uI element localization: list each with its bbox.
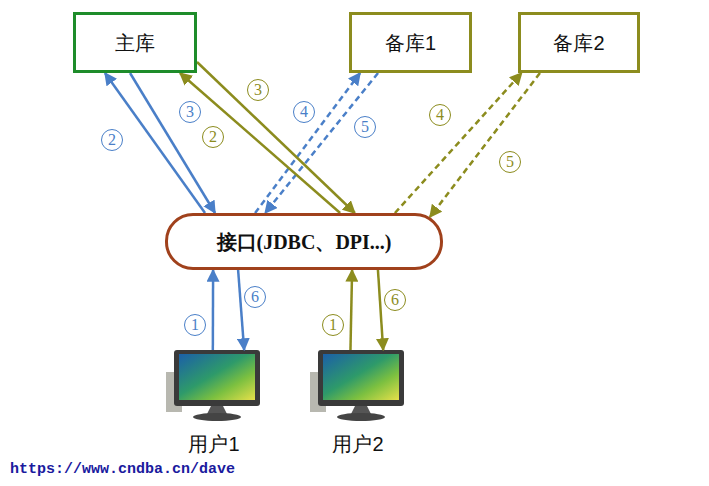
- user-terminal: 用户2: [300, 350, 416, 460]
- connector-arrow: [350, 270, 352, 350]
- connector-arrow: [197, 62, 355, 213]
- connector-arrow: [430, 73, 540, 217]
- node-label: 接口(JDBC、DPI...): [217, 230, 392, 254]
- user-terminal: 用户1: [156, 350, 272, 460]
- node-label: 用户1: [156, 350, 272, 456]
- monitor-icon: [166, 350, 260, 421]
- callout-number: 4: [429, 104, 451, 126]
- callout-number: 3: [247, 79, 269, 101]
- connector-arrow: [395, 73, 522, 213]
- primary-db-box: 主库: [73, 12, 197, 73]
- connector-arrow: [212, 270, 215, 350]
- watermark: https://www.cndba.cn/dave: [10, 461, 235, 478]
- node-label: 主库: [115, 31, 155, 55]
- interface-box: 接口(JDBC、DPI...): [165, 213, 443, 270]
- connector-arrow: [255, 73, 360, 213]
- callout-number: 5: [354, 116, 376, 138]
- connector-arrow: [378, 270, 383, 350]
- callout-number: 1: [184, 314, 206, 336]
- standby-db-box: 备库2: [518, 12, 640, 73]
- connector-arrow: [180, 73, 340, 213]
- monitor-icon: [310, 350, 404, 421]
- callout-number: 3: [179, 101, 201, 123]
- callout-number: 5: [499, 151, 521, 173]
- callout-number: 2: [202, 126, 224, 148]
- connector-arrow: [238, 270, 244, 350]
- node-label: 备库2: [553, 31, 604, 55]
- node-label: 用户2: [300, 350, 416, 456]
- standby-db-box: 备库1: [349, 12, 472, 73]
- node-label: 备库1: [385, 31, 436, 55]
- callout-number: 4: [293, 101, 315, 123]
- callout-number: 6: [244, 286, 266, 308]
- callout-number: 1: [322, 314, 344, 336]
- callout-number: 2: [101, 129, 123, 151]
- callout-number: 6: [384, 289, 406, 311]
